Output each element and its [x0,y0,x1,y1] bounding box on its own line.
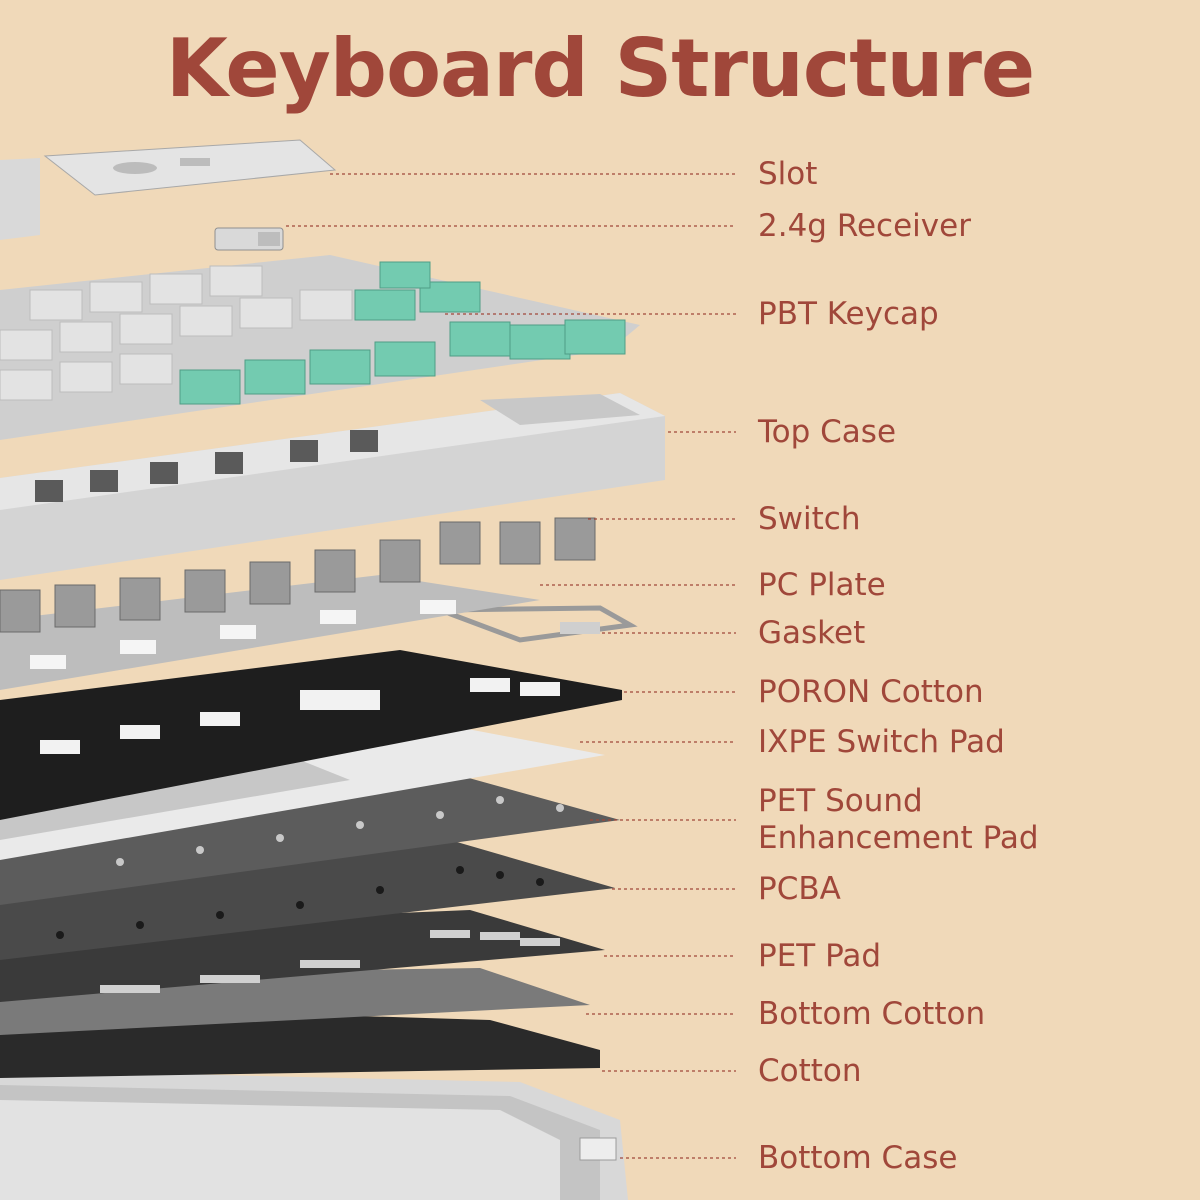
layer-label: PC Plate [758,567,886,603]
layer-label: Top Case [758,414,897,450]
pet-sound-enhancement-pad-layer [0,770,620,905]
slot-layer [0,139,337,240]
layer-label: PET Pad [758,938,882,974]
pc-plate-layer [0,575,540,690]
layer-label: Bottom Cotton [758,996,986,1032]
layer-label-line-1: PET Sound [758,783,923,819]
switch-layer [0,517,596,633]
layer-label: Bottom Case [758,1140,958,1176]
layer-label: 2.4g Receiver [758,208,971,244]
gasket-layer [439,605,638,643]
layer-label: Gasket [758,615,866,651]
top-case-layer [0,393,665,580]
pbt-keycap-layer [0,255,640,440]
layer-label: PORON Cotton [758,674,984,710]
layer-label: IXPE Switch Pad [758,724,1005,760]
layer-label-line-2: Enhancement Pad [758,820,1039,856]
leader-lines [286,173,736,1159]
diagram-title: Keyboard Structure [165,22,1035,115]
layer-label: Slot [758,156,818,192]
layer-label: PCBA [758,871,841,907]
layer-label: Switch [758,501,861,537]
layer-label: PBT Keycap [758,296,939,332]
layer-label: Cotton [758,1053,862,1089]
receiver-layer [214,227,284,251]
poron-cotton-layer [0,650,622,820]
ixpe-switch-pad-layer [0,720,605,860]
bottom-case-layer [0,1070,628,1200]
